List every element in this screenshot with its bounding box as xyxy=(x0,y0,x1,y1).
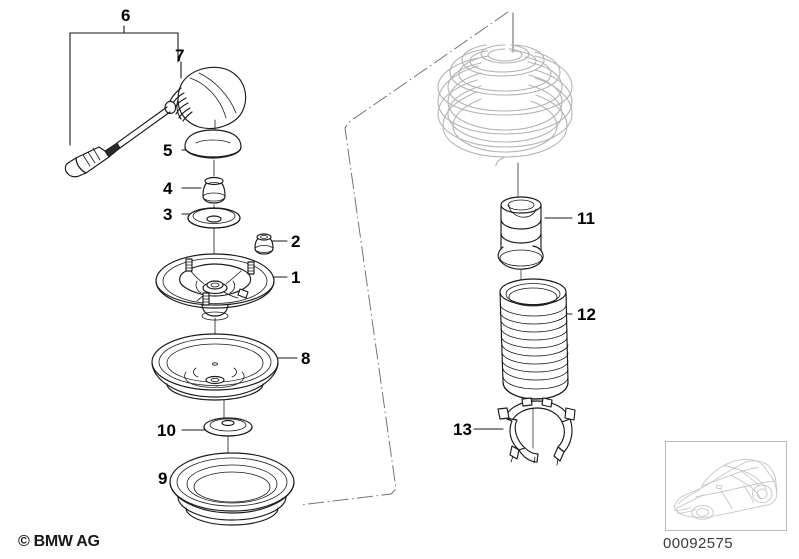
callout-label-2: 2 xyxy=(291,232,301,251)
callout-label-5: 5 xyxy=(163,141,173,160)
callout-label-1: 1 xyxy=(291,268,301,287)
callout-label-3: 3 xyxy=(163,205,173,224)
callout-label-11: 11 xyxy=(577,209,595,228)
diagram-part-number: 00092575 xyxy=(663,535,733,552)
copyright-notice: © BMW AG xyxy=(18,533,100,550)
part-strut-support-bearing xyxy=(155,228,288,321)
callout-label-7: 7 xyxy=(175,46,185,65)
vehicle-thumbnail xyxy=(665,441,787,531)
part-coil-spring xyxy=(437,12,573,199)
part-retaining-clamp xyxy=(473,397,576,466)
part-spacer-washer xyxy=(181,399,253,437)
part-upper-spring-pad-plate xyxy=(151,317,298,401)
part-nut xyxy=(254,233,288,255)
part-sensor-with-cable xyxy=(64,61,247,178)
part-bump-stop xyxy=(497,196,573,286)
callout-6-bracket xyxy=(69,25,179,146)
callout-label-9: 9 xyxy=(158,469,168,488)
part-rubber-bushing xyxy=(181,159,226,204)
part-washer xyxy=(181,204,241,229)
callout-label-8: 8 xyxy=(301,349,311,368)
part-cap xyxy=(181,119,242,159)
section-boundary-dashdot xyxy=(299,11,509,506)
callout-label-6: 6 xyxy=(121,6,131,25)
callout-label-12: 12 xyxy=(577,305,596,324)
part-lower-spring-seat xyxy=(169,436,295,526)
callout-label-10: 10 xyxy=(157,421,176,440)
part-protective-bellows xyxy=(499,278,573,449)
callout-label-4: 4 xyxy=(163,179,173,198)
callout-label-13: 13 xyxy=(453,420,472,439)
